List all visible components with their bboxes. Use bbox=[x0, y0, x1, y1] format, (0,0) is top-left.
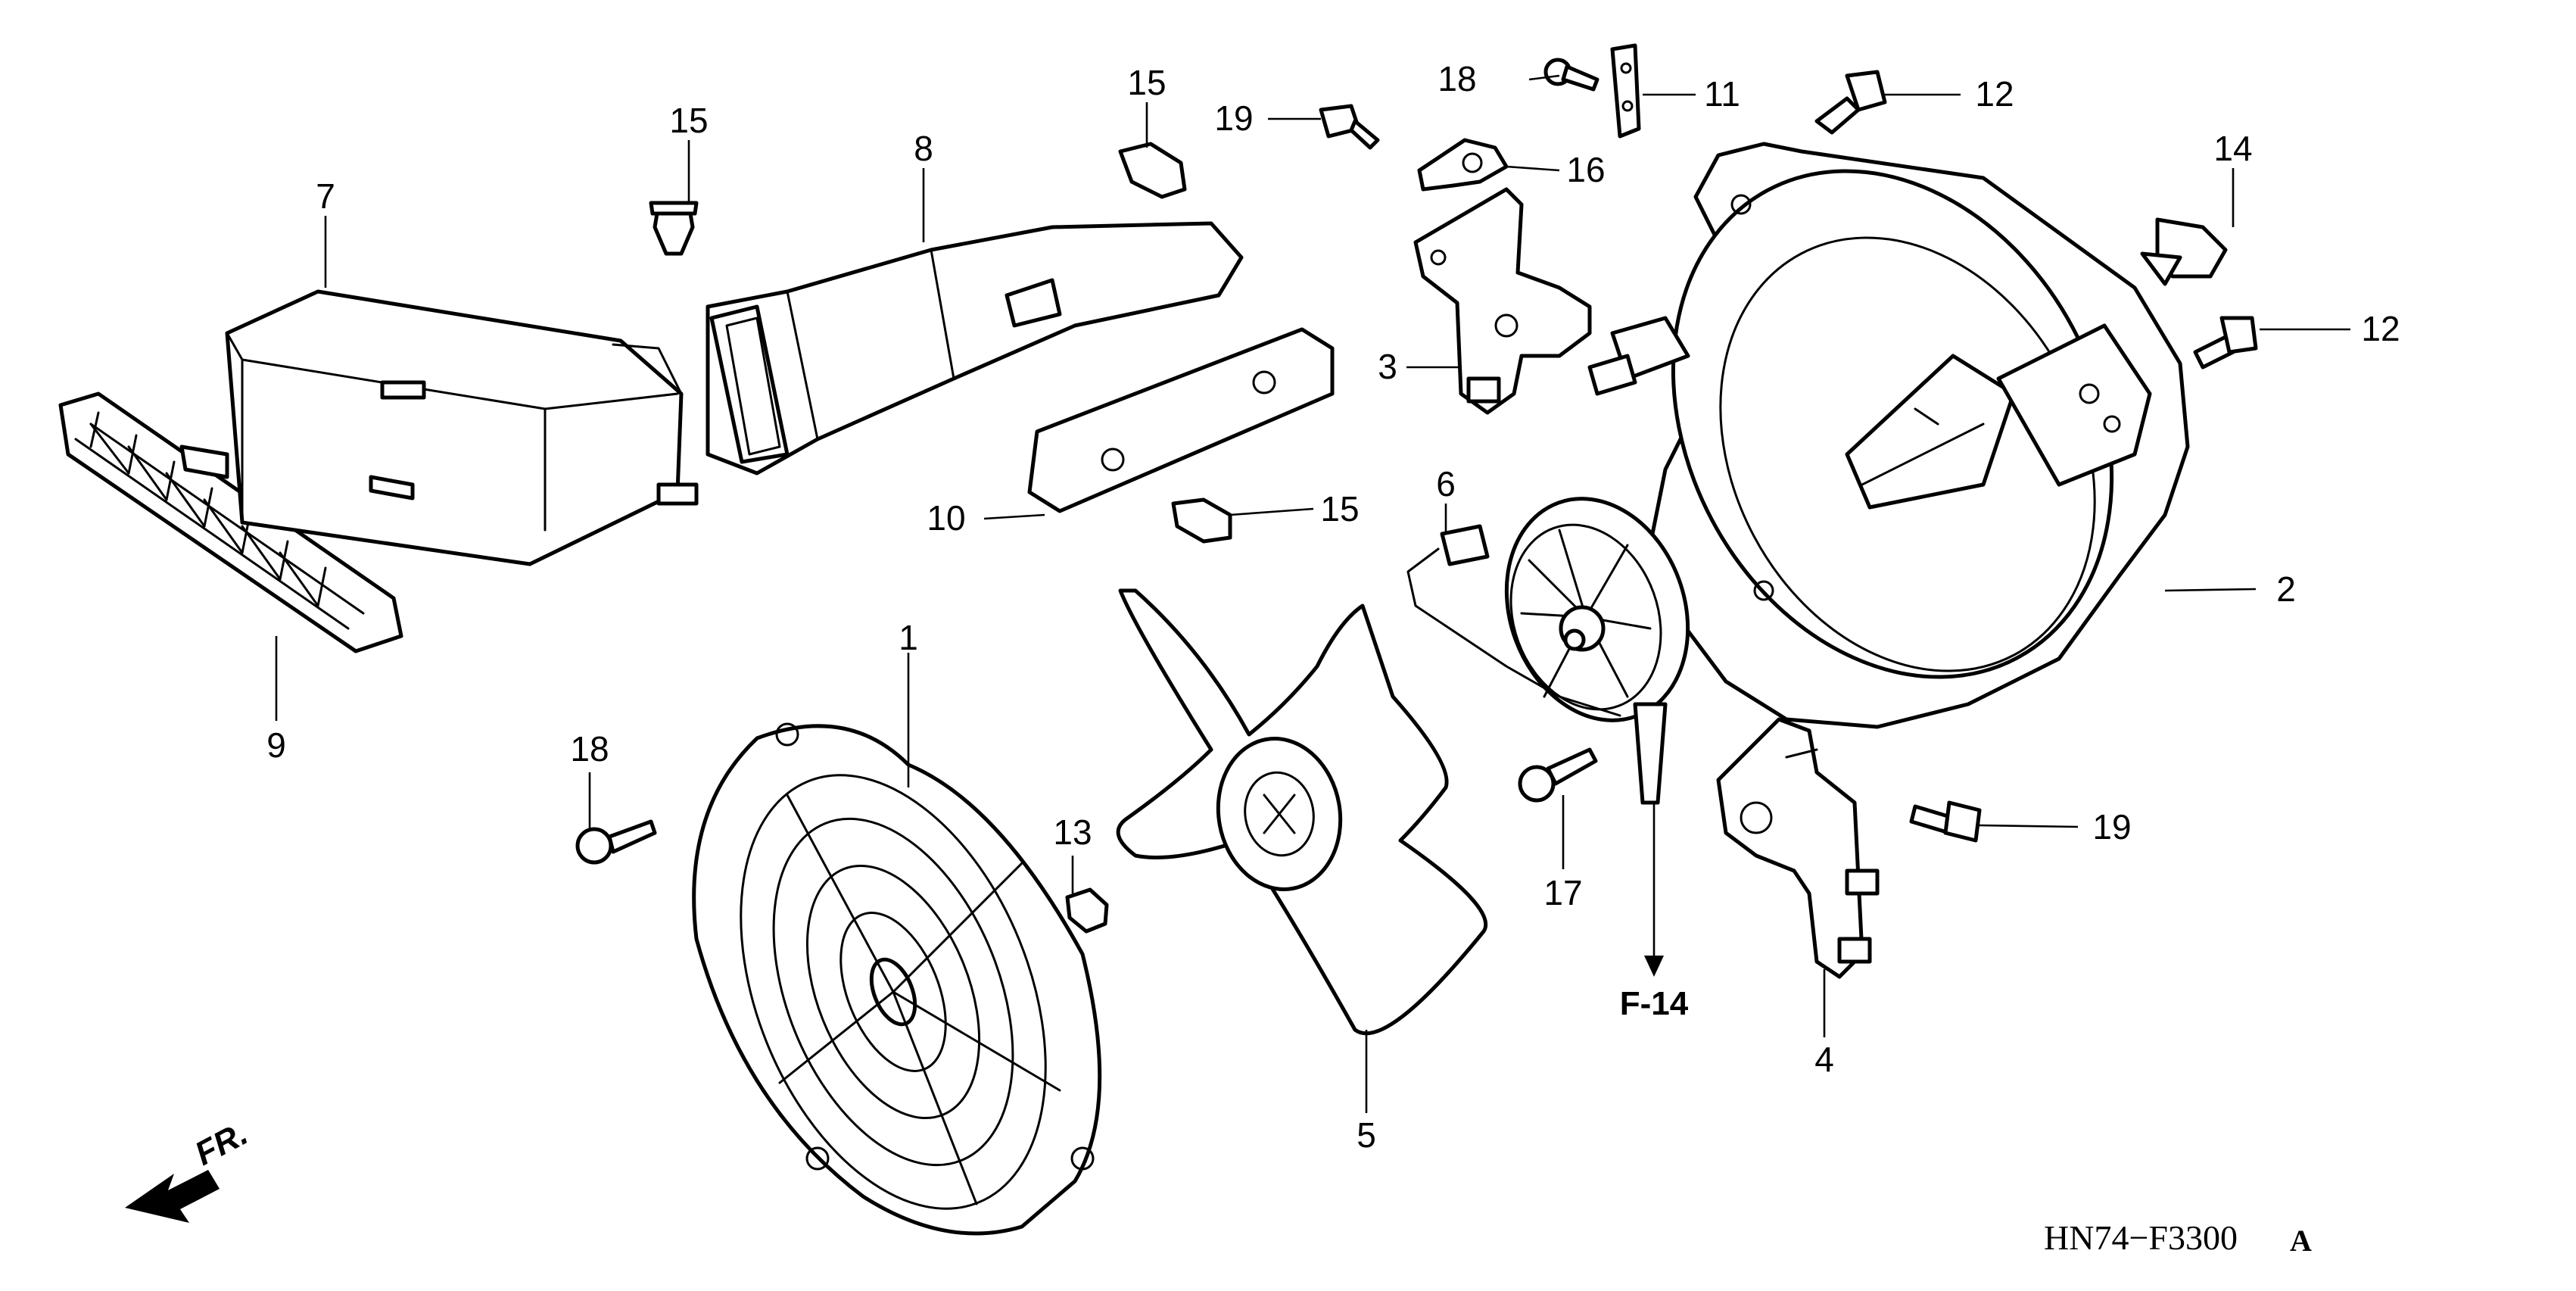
callout-13: 13 bbox=[1053, 812, 1092, 852]
callout-15c: 15 bbox=[1320, 489, 1359, 529]
reference-label: F-14 bbox=[1620, 985, 1689, 1022]
part-12b-bolt bbox=[2193, 316, 2258, 370]
callout-17: 17 bbox=[1543, 873, 1582, 912]
callout-11: 11 bbox=[1704, 74, 1740, 114]
callout-5: 5 bbox=[1357, 1115, 1376, 1155]
part-7-duct bbox=[225, 289, 699, 566]
callout-3: 3 bbox=[1378, 347, 1397, 386]
front-label: FR. bbox=[189, 1115, 254, 1173]
part-4-bracket bbox=[1716, 717, 1880, 979]
part-3-bracket bbox=[1413, 187, 1592, 415]
callout-6: 6 bbox=[1436, 464, 1456, 504]
callout-19b: 19 bbox=[2092, 807, 2131, 847]
callout-18b: 18 bbox=[1438, 59, 1476, 98]
diagram-code: HN74−F3300 bbox=[2044, 1218, 2238, 1257]
part-15a-clip bbox=[649, 201, 699, 256]
part-15c-clip bbox=[1171, 497, 1232, 544]
front-arrow-icon bbox=[125, 1170, 220, 1223]
part-2-shroud bbox=[1587, 142, 2190, 729]
diagram-code-suffix: A bbox=[2290, 1224, 2312, 1258]
part-19b-bolt bbox=[1909, 800, 1982, 843]
part-16-clamp bbox=[1417, 138, 1509, 192]
part-18a-screw bbox=[575, 819, 657, 865]
part-14-clip bbox=[2140, 217, 2228, 286]
callout-8: 8 bbox=[914, 129, 933, 168]
callout-7: 7 bbox=[316, 176, 335, 216]
callout-1: 1 bbox=[899, 618, 918, 657]
callout-4: 4 bbox=[1814, 1040, 1834, 1079]
callout-16: 16 bbox=[1566, 150, 1605, 189]
callout-15b: 15 bbox=[1127, 63, 1166, 102]
part-19a-bolt bbox=[1319, 104, 1380, 150]
leader-lines bbox=[275, 74, 2350, 1113]
part-17-screw bbox=[1518, 747, 1598, 803]
part-12a-bolt bbox=[1814, 70, 1887, 135]
part-8-intake bbox=[706, 221, 1244, 476]
callout-10: 10 bbox=[927, 498, 965, 538]
callout-14: 14 bbox=[2213, 129, 2252, 168]
callout-15a: 15 bbox=[669, 101, 708, 140]
callout-12a: 12 bbox=[1975, 74, 2014, 114]
part-1-guard bbox=[692, 722, 1102, 1236]
front-direction-arrow: FR. bbox=[125, 1115, 254, 1223]
callout-18a: 18 bbox=[570, 729, 609, 769]
part-11-clip bbox=[1610, 43, 1641, 139]
callout-12b: 12 bbox=[2361, 309, 2400, 348]
callouts: 1 2 3 4 5 6 7 8 9 10 11 12 12 13 14 15 1… bbox=[266, 59, 2400, 1155]
part-15b-clip bbox=[1118, 142, 1187, 199]
part-18b-screw bbox=[1543, 58, 1599, 92]
part-5-fan bbox=[1116, 588, 1488, 1036]
part-13-nut bbox=[1065, 887, 1109, 934]
callout-2: 2 bbox=[2276, 569, 2296, 609]
part-10-plate bbox=[1027, 327, 1335, 513]
callout-9: 9 bbox=[266, 725, 286, 765]
callout-19a: 19 bbox=[1214, 98, 1253, 138]
part-6-motor bbox=[1406, 497, 1690, 805]
